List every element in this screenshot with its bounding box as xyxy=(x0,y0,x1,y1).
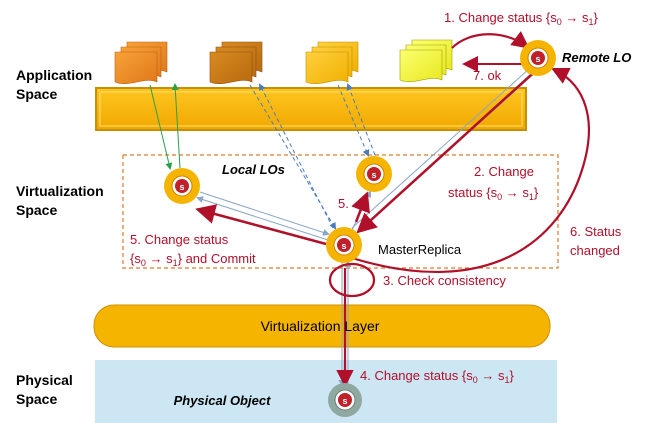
svg-text:Application Space: Application Space xyxy=(16,67,96,102)
blue-dashed-3 xyxy=(337,84,370,157)
step2-label: 2. Change xyxy=(474,164,534,179)
master-replica-symbol: s xyxy=(341,241,346,251)
local-lo-node-1: s xyxy=(164,168,200,204)
red-arrow-step5-local1 xyxy=(195,204,327,246)
step5-label-line2: {s0 → s1} and Commit xyxy=(130,251,256,268)
svg-text:Virtualization Space: Virtualization Space xyxy=(16,183,108,218)
red-arrow-step5-local2 xyxy=(351,191,370,223)
step1-label: 1. Change status {s0 → s1} xyxy=(444,10,599,27)
remote-lo-node: s xyxy=(520,40,556,76)
step5-label-line1: 5. Change status xyxy=(130,232,229,247)
virtualization-space-label-1: Virtualization xyxy=(16,183,104,199)
red-loop-step3 xyxy=(328,262,376,298)
physical-space-label-2: Space xyxy=(16,391,57,407)
application-space-label-2: Space xyxy=(16,86,57,102)
physical-space-label-1: Physical xyxy=(16,372,73,388)
green-arrow-down xyxy=(149,84,173,170)
red-arrow-step6 xyxy=(351,68,590,273)
physical-space-background xyxy=(95,360,557,423)
remote-lo-label: Remote LO xyxy=(562,50,631,65)
app-stack-3 xyxy=(305,41,359,84)
application-bar xyxy=(95,87,527,131)
svg-text:Physical Space: Physical Space xyxy=(16,372,77,407)
step2-label-line2: status {s0 → s1} xyxy=(448,185,539,202)
step6-label-2: changed xyxy=(570,243,620,258)
step7-label: 7. ok xyxy=(473,68,502,83)
red-arrow-step1 xyxy=(451,31,530,49)
lightblue-replica-to-local1 xyxy=(196,196,329,241)
physical-object-label: Physical Object xyxy=(174,393,271,408)
virtualization-box xyxy=(122,154,559,269)
master-replica-label: MasterReplica xyxy=(378,242,462,257)
master-replica-node: s xyxy=(326,227,362,263)
lightblue-replica-to-remote xyxy=(351,66,532,229)
local-lo-1-symbol: s xyxy=(179,182,184,192)
local-los-label: Local LOs xyxy=(222,162,285,177)
app-stack-1 xyxy=(114,41,168,84)
svg-text:6. Status changed: 6. Status changed xyxy=(570,224,625,258)
local-lo-node-2: s xyxy=(356,156,392,192)
blue-dashed-2 xyxy=(259,83,334,229)
step4-label: 4. Change status {s0 → s1} xyxy=(360,368,515,385)
step5-short-label: 5. xyxy=(338,196,349,211)
lightblue-local1-to-replica xyxy=(199,191,330,236)
app-stack-2 xyxy=(209,41,263,84)
step6-label-1: 6. Status xyxy=(570,224,622,239)
application-space-label-1: Application xyxy=(16,67,92,83)
app-stack-4 xyxy=(399,39,453,82)
local-lo-2-symbol: s xyxy=(371,170,376,180)
step3-label: 3. Check consistency xyxy=(383,273,506,288)
virtualization-layer xyxy=(93,304,551,348)
red-arrow-step2 xyxy=(356,73,533,234)
blue-dashed-4 xyxy=(346,83,376,156)
green-arrow-up xyxy=(171,83,181,169)
physical-object-symbol: s xyxy=(342,396,347,406)
virtualization-space-label-2: Space xyxy=(16,202,57,218)
remote-lo-symbol: s xyxy=(535,54,540,64)
virtualization-layer-label: Virtualization Layer xyxy=(261,318,380,334)
physical-object-node: s xyxy=(328,383,362,417)
